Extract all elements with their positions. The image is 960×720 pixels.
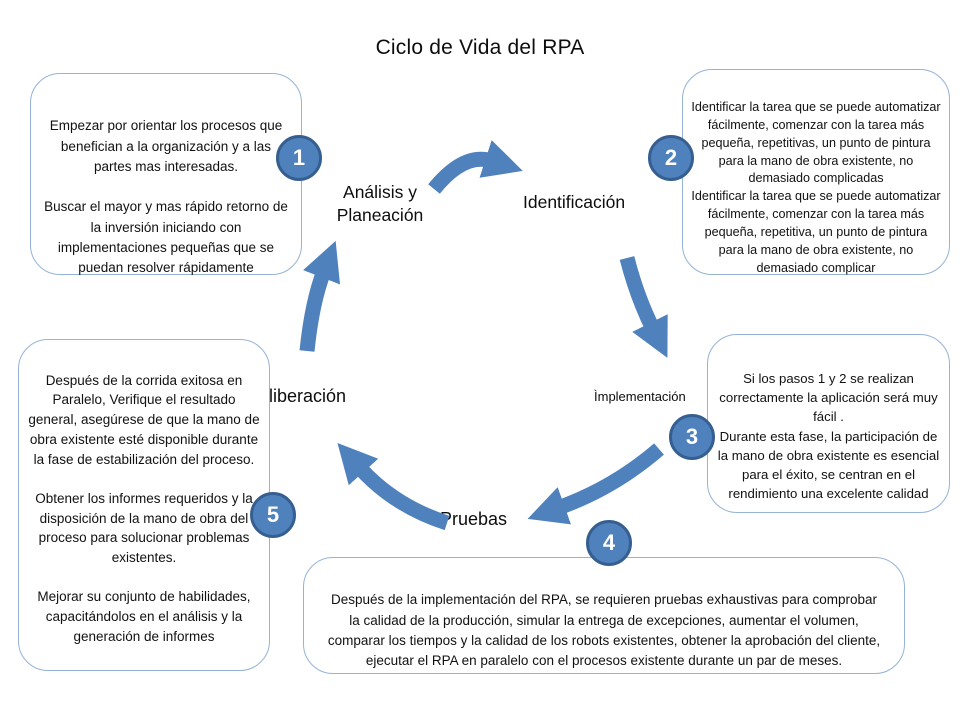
stage3-number-badge: 3 [669, 414, 715, 460]
diagram-title: Ciclo de Vida del RPA [375, 36, 585, 59]
stage3-label: Ìmplementación [594, 389, 686, 404]
stage1-label: Análisis y Planeación [336, 182, 424, 225]
stage4-description-text: Después de la implementación del RPA, se… [327, 592, 881, 668]
stage4-description-box: Después de la implementación del RPA, se… [303, 557, 905, 674]
stage5-number-badge: 5 [250, 492, 296, 538]
stage4-label: Pruebas [440, 509, 508, 529]
stage3-description-box: Si los pasos 1 y 2 se realizan correctam… [707, 334, 950, 513]
stage1-number-badge: 1 [276, 135, 322, 181]
stage5-label: liberación [269, 386, 347, 406]
stage4-number-badge: 4 [586, 520, 632, 566]
stage3-description-text: Si los pasos 1 y 2 se realizan correctam… [717, 371, 940, 501]
stage1-description-box: Empezar por orientar los procesos que be… [30, 73, 302, 275]
stage2-label: Identificación [523, 192, 626, 212]
arrow-liberacion-to-analisis [299, 240, 341, 352]
arrow-implementacion-to-pruebas [527, 443, 664, 525]
stage5-description-box: Después de la corrida exitosa en Paralel… [18, 339, 270, 671]
stage2-description-text: Identificar la tarea que se puede automa… [691, 99, 941, 275]
stage2-description-box: Identificar la tarea que se puede automa… [682, 69, 950, 275]
stage2-number-badge: 2 [648, 135, 694, 181]
arrow-pruebas-to-liberacion [337, 443, 450, 531]
stage1-description-text: Empezar por orientar los procesos que be… [44, 118, 288, 275]
stage5-description-text: Después de la corrida exitosa en Paralel… [28, 372, 260, 644]
arrow-identificacion-to-implementacion [619, 256, 668, 358]
